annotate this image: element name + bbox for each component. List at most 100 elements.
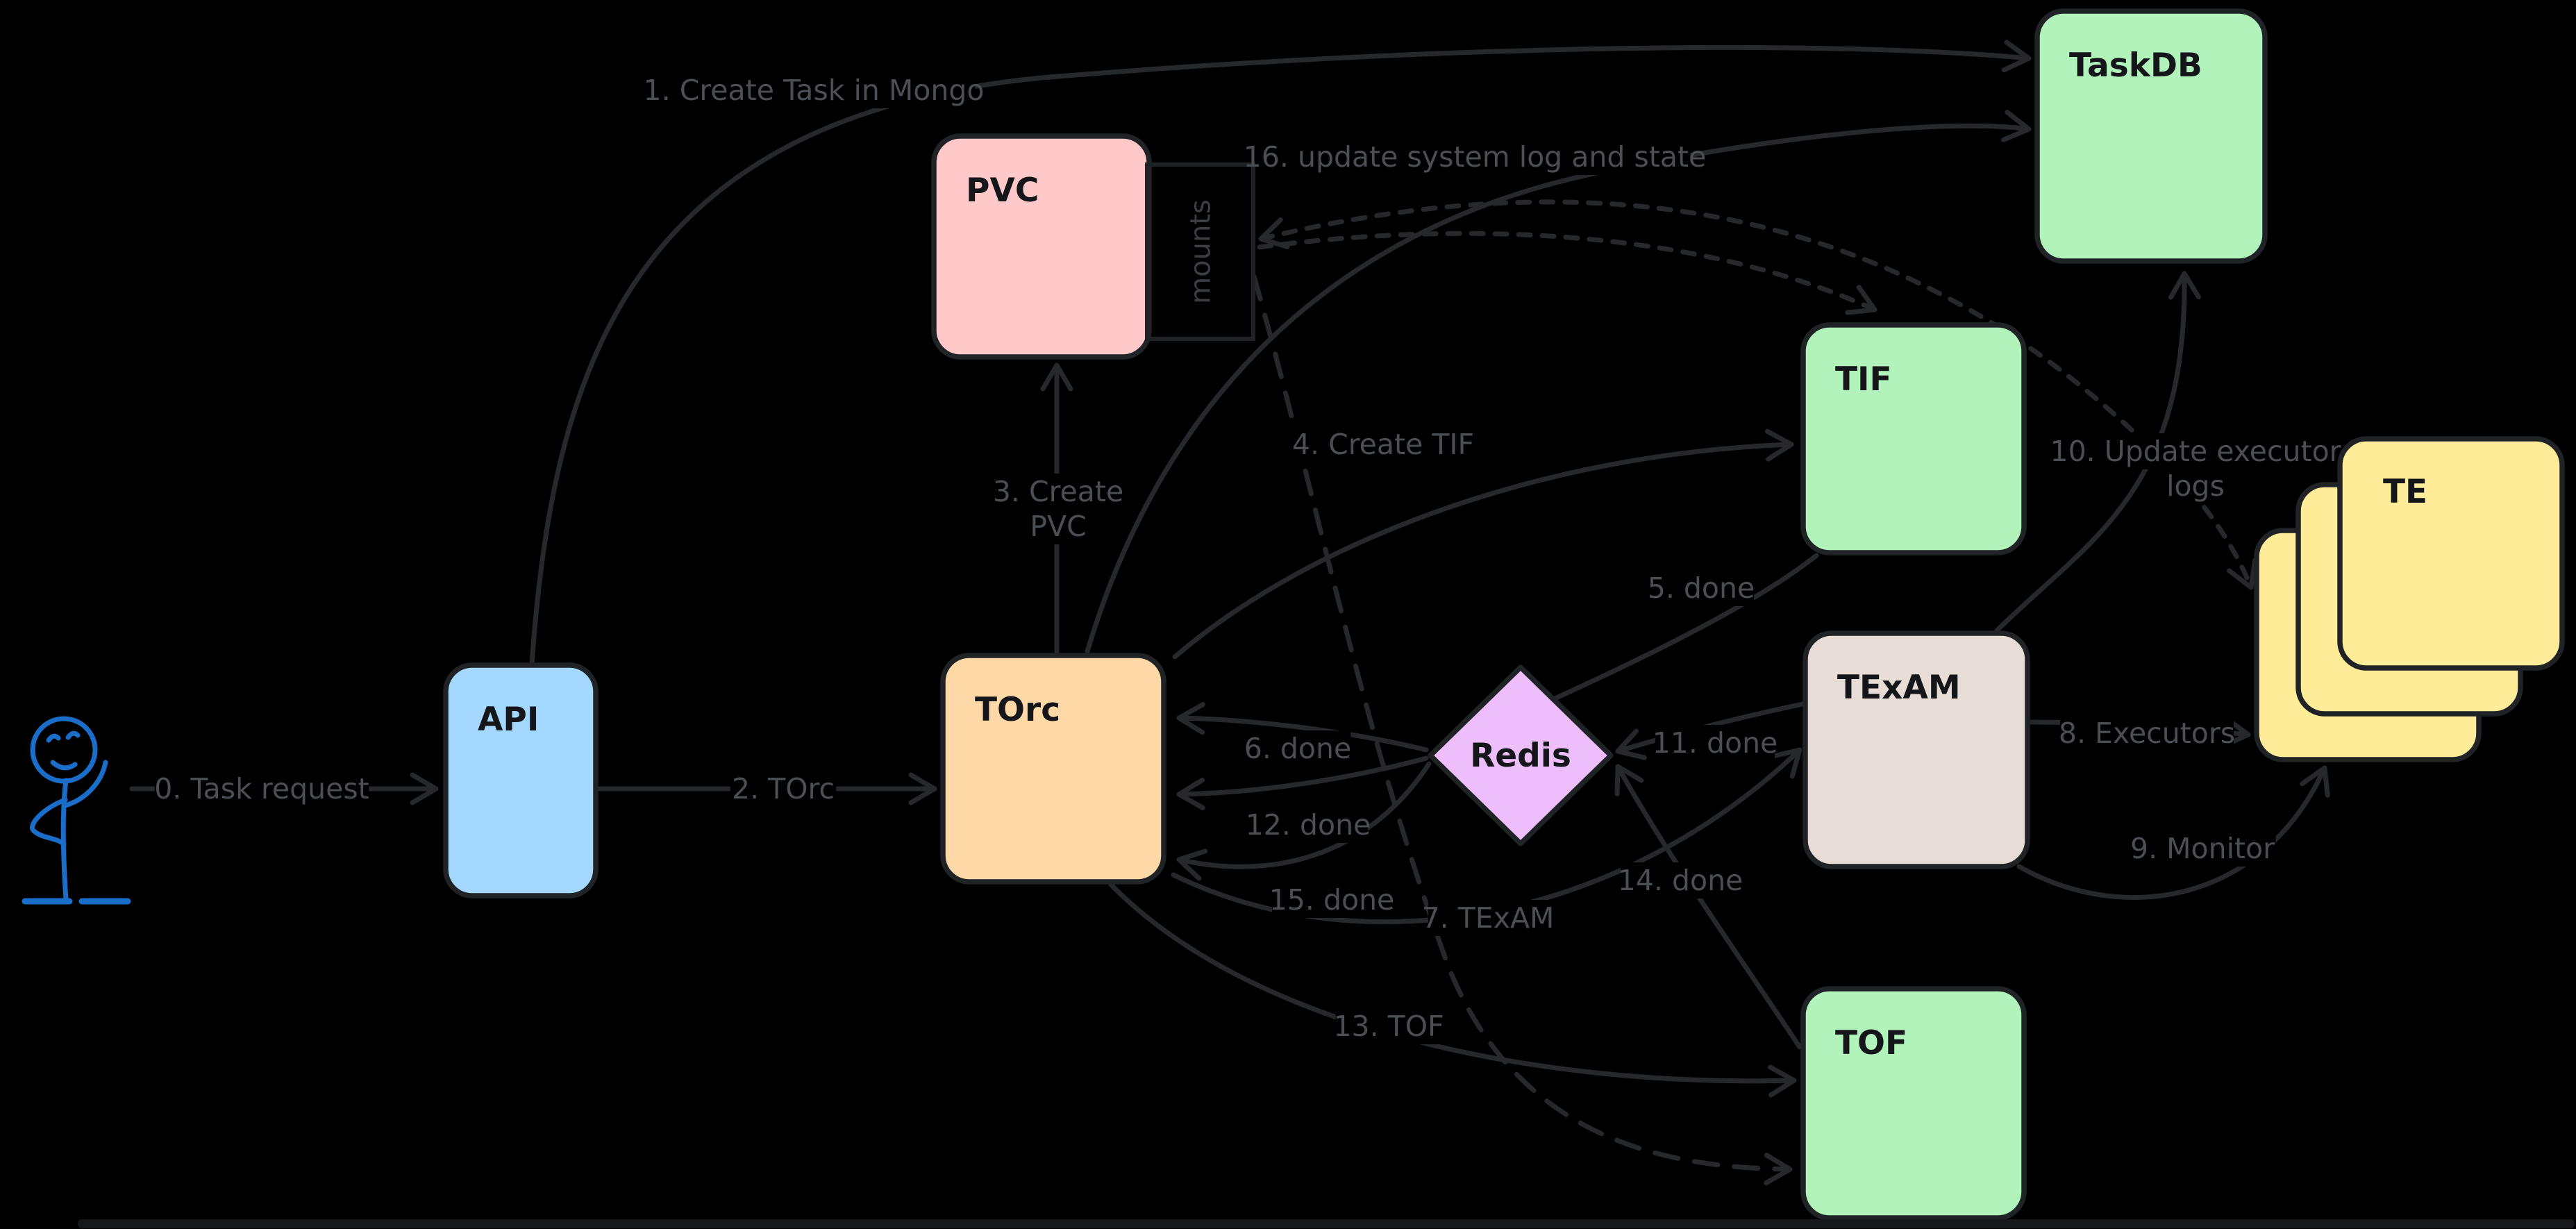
edge-label-mask: [2163, 468, 2228, 504]
edge-label-monitor[interactable]: 9. Monitor: [2129, 830, 2276, 867]
actor-arm-right: [62, 760, 108, 808]
mounts-label: mounts: [1185, 199, 1217, 304]
edge-label-tof-done[interactable]: 14. done: [1618, 862, 1743, 898]
edge-label-mask: [1248, 807, 1368, 843]
edge-label-mask: [992, 474, 1125, 510]
edge-label-executors[interactable]: 8. Executors: [2059, 715, 2235, 751]
edge-label-text: 1. Create Task in Mongo: [644, 74, 985, 107]
actor-arm-left: [30, 797, 68, 847]
edge-label-text: 15. done: [1269, 883, 1395, 917]
node-redis[interactable]: Redis: [1428, 664, 1614, 846]
edge-label-tif-done[interactable]: 5. done: [1648, 570, 1755, 606]
edge-label-mask: [1244, 730, 1351, 767]
actor-body: [60, 778, 69, 903]
node-tof[interactable]: TOF: [1800, 986, 2027, 1221]
edge-monitor[interactable]: [2016, 765, 2330, 900]
edge-label-text: 7. TExAM: [1422, 901, 1555, 935]
node-mounts[interactable]: mounts: [1145, 162, 1255, 341]
actor-eyes: [46, 730, 81, 743]
redis-label: Redis: [1470, 737, 1571, 775]
edge-label-update-logs[interactable]: logs: [2163, 468, 2228, 504]
edge-create-task[interactable]: [529, 40, 2032, 667]
edge-labels-layer: 0. Task request 1. Create Task in Mongo 2.…: [154, 72, 2341, 1044]
te-label: TE: [2383, 473, 2427, 511]
edge-label-text: 0. Task request: [154, 772, 369, 805]
edge-redis-done-3[interactable]: [1176, 761, 1432, 881]
taskdb-box: [2034, 8, 2268, 264]
node-torc[interactable]: TOrc: [940, 653, 1166, 885]
edge-label-text: logs: [2166, 469, 2225, 503]
edge-redis-done-1[interactable]: [1176, 702, 1429, 753]
edge-label-create-pvc[interactable]: 3. Create: [992, 474, 1125, 510]
edge-label-mask: [652, 72, 976, 108]
edge-label-text: 13. TOF: [1333, 1010, 1444, 1043]
edge-label-update-system[interactable]: 16. update system log and state: [1244, 139, 1707, 175]
user-actor[interactable]: [22, 716, 131, 905]
edge-label-task-request[interactable]: 0. Task request: [154, 771, 369, 807]
edge-label-text: 11. done: [1653, 726, 1778, 760]
edge-label-text: 16. update system log and state: [1244, 140, 1707, 174]
tof-box: [1800, 986, 2027, 1221]
node-api[interactable]: API: [443, 662, 599, 898]
edge-label-mask: [1032, 508, 1085, 544]
taskdb-label: TaskDB: [2069, 47, 2202, 85]
edge-label-create-task[interactable]: 1. Create Task in Mongo: [644, 72, 985, 108]
edge-label-mask: [1289, 426, 1477, 462]
node-te[interactable]: TE: [2254, 436, 2565, 762]
edge-label-mask: [1648, 570, 1755, 606]
edge-redis-done-2[interactable]: [1176, 755, 1429, 810]
mounts-bracket: [1145, 162, 1255, 341]
edge-label-tof-call[interactable]: 13. TOF: [1333, 1008, 1444, 1044]
edge-label-mask: [1272, 882, 1391, 918]
pvc-label: PVC: [966, 172, 1039, 210]
edge-label-mask: [1655, 725, 1775, 761]
edge-label-text: 10. Update executor: [2050, 435, 2341, 468]
edge-label-redis-done-3[interactable]: 15. done: [1269, 882, 1395, 918]
edge-label-text: 14. done: [1618, 864, 1743, 897]
edge-label-create-pvc[interactable]: PVC: [1030, 508, 1087, 544]
node-texam[interactable]: TExAM: [1803, 630, 2030, 869]
edge-label-text: 6. done: [1244, 732, 1351, 765]
edge-label-texam-call[interactable]: 7. TExAM: [1422, 900, 1555, 936]
edge-label-redis-done-1[interactable]: 6. done: [1244, 730, 1351, 767]
redis-diamond: [1428, 664, 1614, 846]
api-box: [443, 662, 599, 898]
actor-smile: [50, 760, 78, 771]
edge-label-mask: [2129, 830, 2276, 867]
edge-label-torc-call[interactable]: 2. TOrc: [730, 771, 837, 807]
tof-label: TOF: [1835, 1024, 1907, 1062]
edge-label-text: 3. Create: [993, 475, 1123, 508]
edge-label-update-logs[interactable]: 10. Update executor: [2050, 433, 2341, 469]
tif-label: TIF: [1835, 360, 1892, 399]
edge-tof-done[interactable]: [1614, 764, 1803, 1050]
texam-label: TExAM: [1837, 669, 1961, 707]
edge-label-text: 2. TOrc: [732, 772, 835, 805]
tif-box: [1800, 322, 2027, 555]
edge-label-mask: [2061, 433, 2330, 469]
edge-label-text: 8. Executors: [2059, 717, 2235, 750]
edge-label-mask: [1621, 862, 1740, 898]
edge-label-text: PVC: [1030, 510, 1086, 543]
edge-label-text: 4. Create TIF: [1292, 428, 1474, 461]
torc-box: [940, 653, 1166, 885]
edge-label-text: 5. done: [1648, 571, 1755, 605]
edge-label-mask: [1259, 139, 1691, 175]
node-pvc[interactable]: PVC: [931, 133, 1152, 360]
edge-label-mask: [154, 771, 369, 807]
te-box-1: [2337, 436, 2565, 671]
edge-update-system[interactable]: [1085, 110, 2032, 654]
edge-label-redis-done-2[interactable]: 12. done: [1246, 807, 1371, 843]
edge-label-mask: [1335, 1008, 1442, 1044]
edge-label-texam-done[interactable]: 11. done: [1653, 725, 1778, 761]
edge-label-text: 12. done: [1246, 808, 1371, 842]
edge-mount-te[interactable]: [1258, 199, 2258, 590]
node-tif[interactable]: TIF: [1800, 322, 2027, 555]
edge-label-create-tif[interactable]: 4. Create TIF: [1289, 426, 1477, 462]
edge-label-mask: [730, 771, 837, 807]
canvas-bottom-edge: [78, 1219, 2575, 1228]
pvc-box: [931, 133, 1152, 360]
node-taskdb[interactable]: TaskDB: [2034, 8, 2268, 264]
torc-label: TOrc: [975, 691, 1060, 729]
